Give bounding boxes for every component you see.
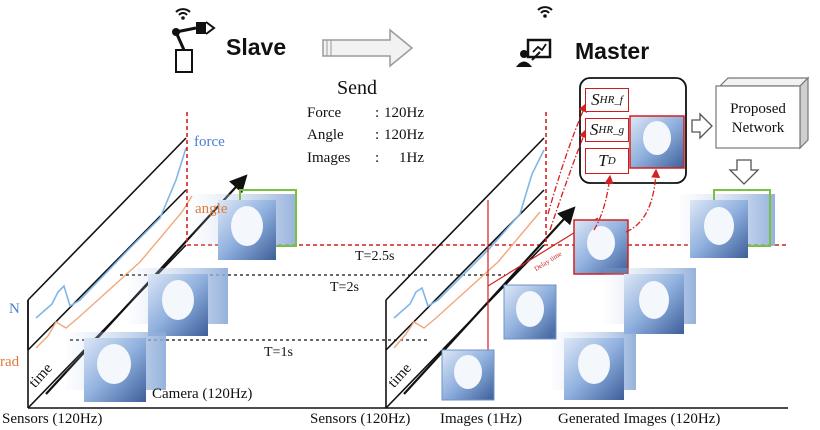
state-image — [629, 115, 685, 169]
network-label: Proposed Network — [716, 100, 800, 138]
slave-label: Slave — [226, 34, 287, 60]
t25-label: T=2.5s — [355, 249, 395, 264]
received-images — [441, 219, 629, 401]
generated-frames — [552, 189, 775, 400]
angle-signal-right — [393, 211, 541, 349]
rate-value: 120Hz — [384, 105, 424, 121]
rate-name: Angle — [307, 127, 344, 143]
rate-sep: : — [375, 150, 380, 166]
to-network-arrow — [691, 112, 713, 140]
images-label: Images (1Hz) — [440, 411, 523, 427]
rate-name: Images — [307, 150, 351, 166]
rate-sep: : — [375, 127, 380, 143]
master-label: Master — [575, 38, 650, 64]
angle-signal-left — [35, 195, 193, 349]
network-output-arrow — [728, 159, 760, 185]
state-symbol: S — [591, 90, 600, 109]
t2-label: T=2s — [330, 280, 359, 295]
rate-name: Force — [307, 105, 342, 121]
camera-label: Camera (120Hz) — [152, 386, 253, 402]
force-signal-left — [35, 147, 187, 319]
rate-sep: : — [375, 105, 380, 121]
sensors-label-right: Sensors (120Hz) — [310, 411, 411, 427]
state-symbol: T — [598, 151, 608, 170]
state-superscript: D — [607, 155, 616, 167]
wifi-icon — [537, 6, 553, 18]
t1-label: T=1s — [264, 345, 293, 360]
generated-images-label: Generated Images (120Hz) — [558, 411, 721, 427]
n-unit-label: N — [9, 301, 20, 317]
force-signal-right — [393, 149, 545, 319]
robot-arm-icon — [172, 21, 216, 73]
state-superscript: HR_f — [599, 94, 623, 106]
feedback-arrows — [547, 102, 661, 233]
rate-value: 120Hz — [384, 127, 424, 143]
proposed-network-box — [715, 76, 810, 150]
network-label-line: Network — [731, 120, 785, 136]
send-arrow — [322, 28, 414, 68]
angle-label: angle — [195, 201, 228, 217]
network-label-line: Proposed — [730, 101, 786, 117]
send-label: Send — [337, 77, 377, 99]
camera-frames-left — [66, 189, 297, 402]
state-symbol: S — [589, 120, 599, 139]
rad-unit-label: rad — [0, 354, 20, 370]
sensors-label-left: Sensors (120Hz) — [2, 411, 103, 427]
wifi-icon — [175, 8, 191, 20]
operator-screen-icon — [516, 38, 552, 67]
state-superscript: HR_g — [598, 124, 625, 136]
rate-value: 1Hz — [399, 150, 424, 166]
force-label: force — [194, 134, 225, 150]
